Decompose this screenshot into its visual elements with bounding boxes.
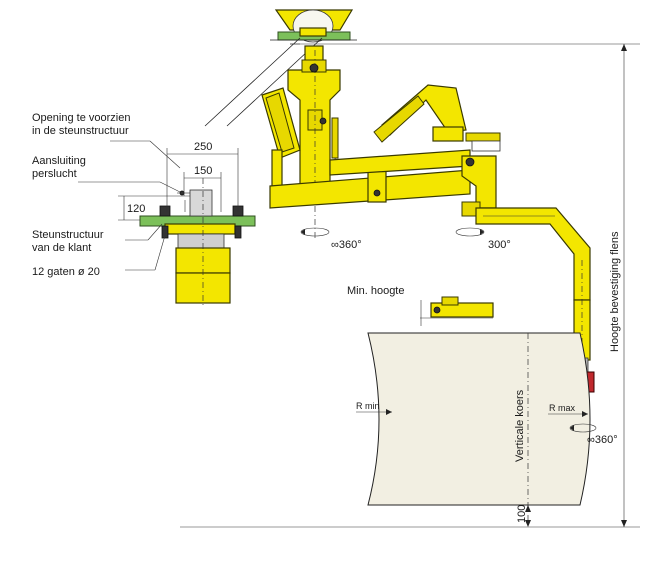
- opening-label-2: in de steunstructuur: [32, 125, 129, 137]
- upper-arm-linkage: [373, 84, 501, 152]
- verticale-koers-label: Verticale koers: [514, 389, 526, 462]
- flange-detail: [139, 178, 256, 305]
- radius-dimensions: [356, 409, 588, 417]
- hoogte-flens-label: Hoogte bevestiging flens: [609, 231, 621, 352]
- aansluiting-label-2: perslucht: [32, 168, 77, 180]
- rotation-base-label: ∞360°: [331, 239, 362, 251]
- dim-150: 150: [194, 165, 212, 177]
- rotation-marks: [300, 227, 597, 433]
- dim-120: 120: [127, 203, 145, 215]
- min-height-arm-sketch: [420, 296, 494, 326]
- r-max-label: R max: [549, 403, 576, 413]
- steun-label-2: van de klant: [32, 242, 91, 254]
- aansluiting-label-1: Aansluiting: [32, 155, 86, 167]
- steun-label-1: Steunstructuur: [32, 229, 104, 241]
- rotation-arm-label: 300°: [488, 239, 511, 251]
- height-dimension: [621, 44, 627, 527]
- detail-dimension-lines: [118, 148, 239, 221]
- min-hoogte-label: Min. hoogte: [347, 285, 404, 297]
- opening-label-1: Opening te voorzien: [32, 112, 130, 124]
- dim-100-lines: [525, 504, 540, 527]
- cylinder-left: [261, 87, 301, 197]
- gaten-label: 12 gaten ø 20: [32, 266, 100, 278]
- r-min-label: R min: [356, 401, 380, 411]
- main-column: [287, 45, 341, 240]
- dim-250: 250: [194, 141, 212, 153]
- label-leaders: [78, 140, 181, 271]
- paper-roll: [367, 332, 591, 520]
- top-mounting-flange: [270, 9, 357, 43]
- rotation-head-label: ∞360°: [587, 434, 618, 446]
- dim-100: 100: [516, 505, 528, 523]
